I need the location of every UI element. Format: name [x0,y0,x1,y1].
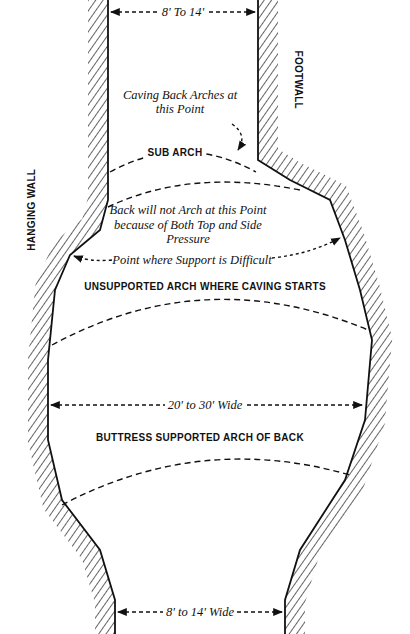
non-arch-line [108,182,300,207]
wall-label: HANGING WALL [26,169,38,251]
support-leader-left [74,256,112,261]
hanging-wall-line [48,0,115,634]
dimension-label: 8' to 14' Wide [163,605,237,619]
caving-leader [232,124,242,150]
dimension-label: 20' to 30' Wide [165,398,245,412]
dimension-label: 8' To 14' [159,5,207,19]
hanging-wall-hatch [48,0,115,634]
note-label: Caving Back Arches at this Point [118,88,243,117]
note-label: Back will not Arch at this Point because… [108,203,268,246]
note-label: Point where Support is Difficult [112,253,271,267]
support-leader-right [272,238,340,258]
unsupported-arch [52,299,368,345]
wall-label: FOOTWALL [292,51,304,110]
arch-label: SUB ARCH [145,147,206,159]
arch-label: BUTTRESS SUPPORTED ARCH OF BACK [96,432,304,444]
footwall-line [258,0,372,634]
arch-label: UNSUPPORTED ARCH WHERE CAVING STARTS [84,281,326,293]
footwall-hatch [258,0,372,634]
buttress-arch [62,459,350,505]
